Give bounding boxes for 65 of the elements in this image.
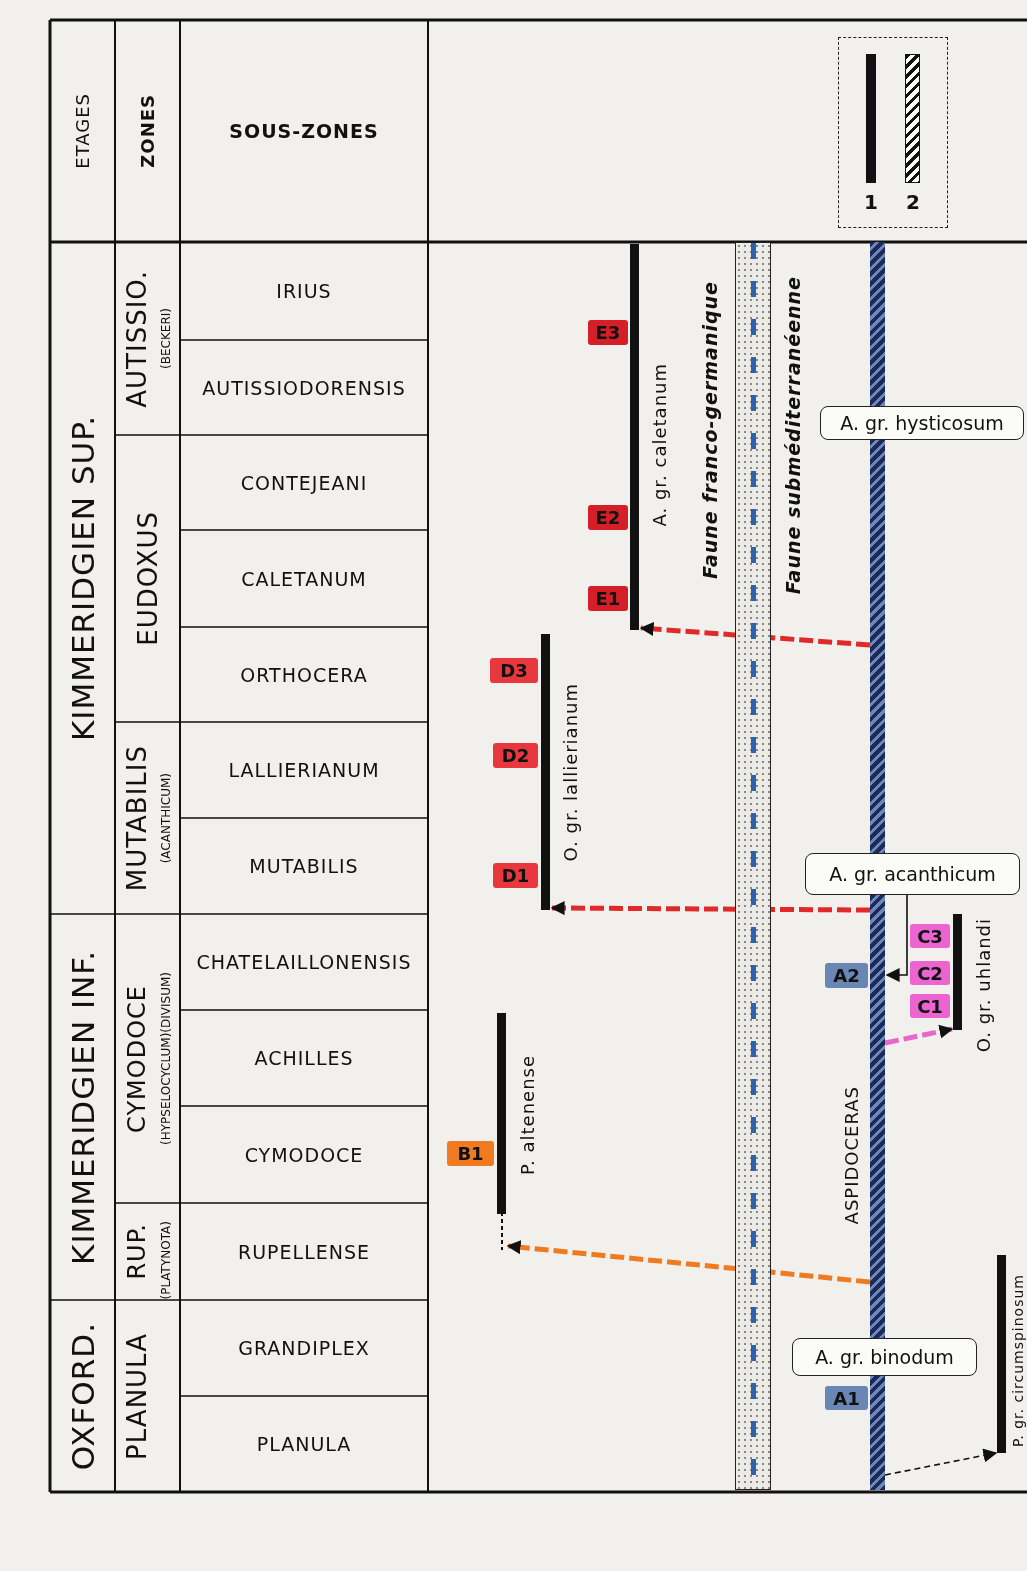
- zone-name: (ACANTHICUM): [159, 772, 173, 864]
- species-callout: A. gr. hysticosum: [820, 406, 1024, 440]
- legend-number: 1: [863, 190, 879, 214]
- subzone-name: CYMODOCE: [244, 1143, 364, 1166]
- zone-tag: C3: [910, 924, 950, 948]
- subzone-name: ACHILLES: [254, 1047, 354, 1069]
- fauna-label: Faune franco-germanique: [699, 281, 721, 579]
- subzone-name: CALETANUM: [241, 567, 367, 590]
- species-callout: A. gr. acanthicum: [805, 853, 1020, 895]
- zone-tag: E3: [588, 320, 628, 345]
- zone-name: MUTABILIS: [121, 744, 152, 892]
- zone-name: (BECKERI): [159, 308, 173, 369]
- range-bar: [630, 244, 639, 630]
- range-bar: [997, 1255, 1006, 1453]
- zone-tag: A1: [825, 1386, 868, 1410]
- species-name: P. gr. circumspinosum: [1009, 1273, 1026, 1447]
- subzone-name: ORTHOCERA: [240, 663, 368, 686]
- species-name: O. gr. uhlandi: [972, 917, 994, 1053]
- legend-number: 2: [905, 190, 921, 214]
- subzone-name: GRANDIPLEX: [238, 1337, 370, 1359]
- species-callout: A. gr. binodum: [792, 1338, 977, 1376]
- zone-tag: B1: [447, 1141, 494, 1166]
- stage-name: OXFORD.: [64, 1321, 101, 1471]
- zone-name: RUP.: [122, 1223, 151, 1280]
- subzone-name: CHATELAILLONENSIS: [196, 951, 412, 973]
- range-bar: [953, 914, 962, 1030]
- arrow: [550, 901, 870, 916]
- arrow: [639, 621, 871, 648]
- species-name: O. gr. lallierianum: [560, 683, 581, 862]
- subzone-name: LALLIERIANUM: [228, 759, 380, 781]
- zone-name: PLANULA: [121, 1332, 152, 1460]
- range-bar: [541, 634, 550, 910]
- subzone-name: IRIUS: [276, 280, 332, 302]
- fauna-label: Faune subméditerranéenne: [782, 275, 804, 595]
- species-name: P. altenense: [516, 1055, 538, 1175]
- zone-name: (HYPSELOCYCLUM)(DIVISUM): [159, 972, 173, 1145]
- zone-name: CYMODOCE: [122, 984, 151, 1133]
- zone-tag: D2: [493, 743, 538, 768]
- column-header: SOUS-ZONES: [229, 120, 379, 142]
- zone-name: AUTISSIO.: [121, 269, 152, 408]
- genus-name: ASPIDOCERAS: [840, 1085, 862, 1225]
- subzone-name: AUTISSIODORENSIS: [202, 376, 406, 399]
- range-bar: [497, 1013, 506, 1250]
- arrow: [506, 1240, 871, 1285]
- stage-name: KIMMERIDGIEN SUP.: [64, 415, 101, 741]
- zone-tag: C2: [910, 961, 950, 985]
- subzone-name: PLANULA: [256, 1433, 352, 1455]
- zone-tag: E2: [588, 505, 628, 530]
- zone-tag: D1: [493, 863, 538, 888]
- zone-name: (PLATYNOTA): [159, 1221, 173, 1300]
- arrow: [885, 894, 908, 982]
- arrow: [884, 1448, 998, 1476]
- zone-tag: A2: [825, 963, 868, 988]
- zone-tag: D3: [490, 658, 538, 683]
- zone-tag: E1: [588, 586, 628, 611]
- column-header: ZONES: [137, 94, 158, 168]
- subzone-name: CONTEJEANI: [240, 471, 368, 494]
- species-name: A. gr. caletanum: [648, 363, 670, 527]
- zone-name: EUDOXUS: [132, 511, 163, 646]
- column-header: ETAGES: [72, 93, 93, 169]
- zone-tag: C1: [910, 994, 950, 1018]
- arrow: [884, 1024, 954, 1046]
- subzone-name: RUPELLENSE: [238, 1240, 370, 1263]
- subzone-name: MUTABILIS: [249, 855, 359, 877]
- stage-name: KIMMERIDGIEN INF.: [64, 949, 101, 1265]
